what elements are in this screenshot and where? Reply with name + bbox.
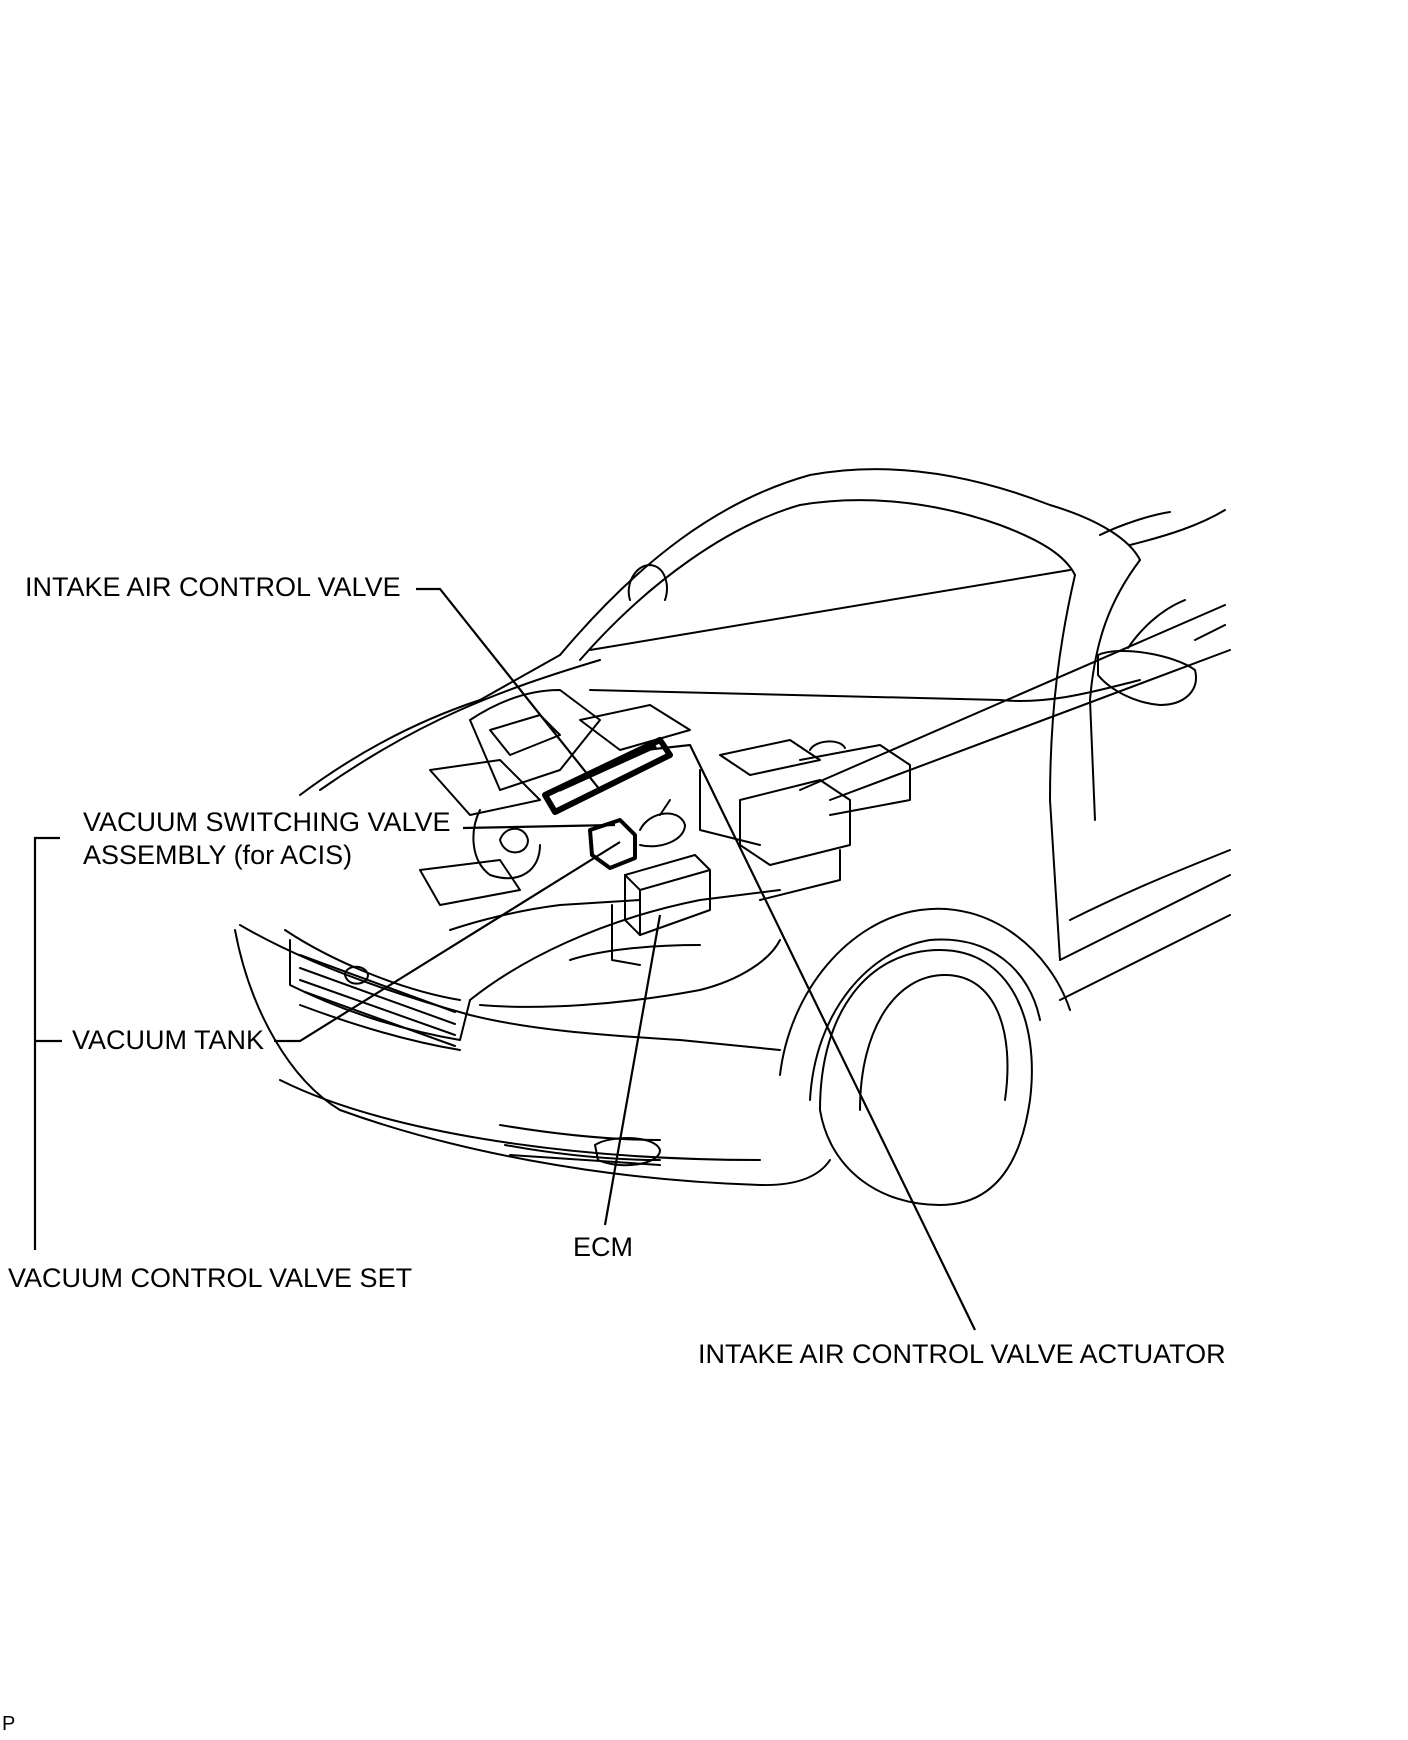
label-vacuum-tank: VACUUM TANK [72,1025,265,1055]
car-body-outline [234,468,1231,1206]
label-vacuum-control-valve-set: VACUUM CONTROL VALVE SET [8,1263,413,1293]
leader-vacuum-switching-valve [462,823,616,830]
label-vacuum-switching-valve-line1: VACUUM SWITCHING VALVE [83,807,451,837]
label-ecm: ECM [573,1232,633,1262]
label-intake-air-control-valve-actuator: INTAKE AIR CONTROL VALVE ACTUATOR [698,1339,1226,1369]
label-intake-air-control-valve: INTAKE AIR CONTROL VALVE [25,572,401,602]
bracket-vacuum-control-valve-set [33,836,60,1250]
leader-lines [33,587,976,1331]
leader-vacuum-tank [274,841,621,1043]
leader-actuator [644,743,976,1331]
leader-ecm [603,914,662,1226]
leader-intake-air-control-valve [416,587,601,791]
figure-code: P [2,1713,16,1735]
label-vacuum-switching-valve-line2: ASSEMBLY (for ACIS) [83,840,353,870]
